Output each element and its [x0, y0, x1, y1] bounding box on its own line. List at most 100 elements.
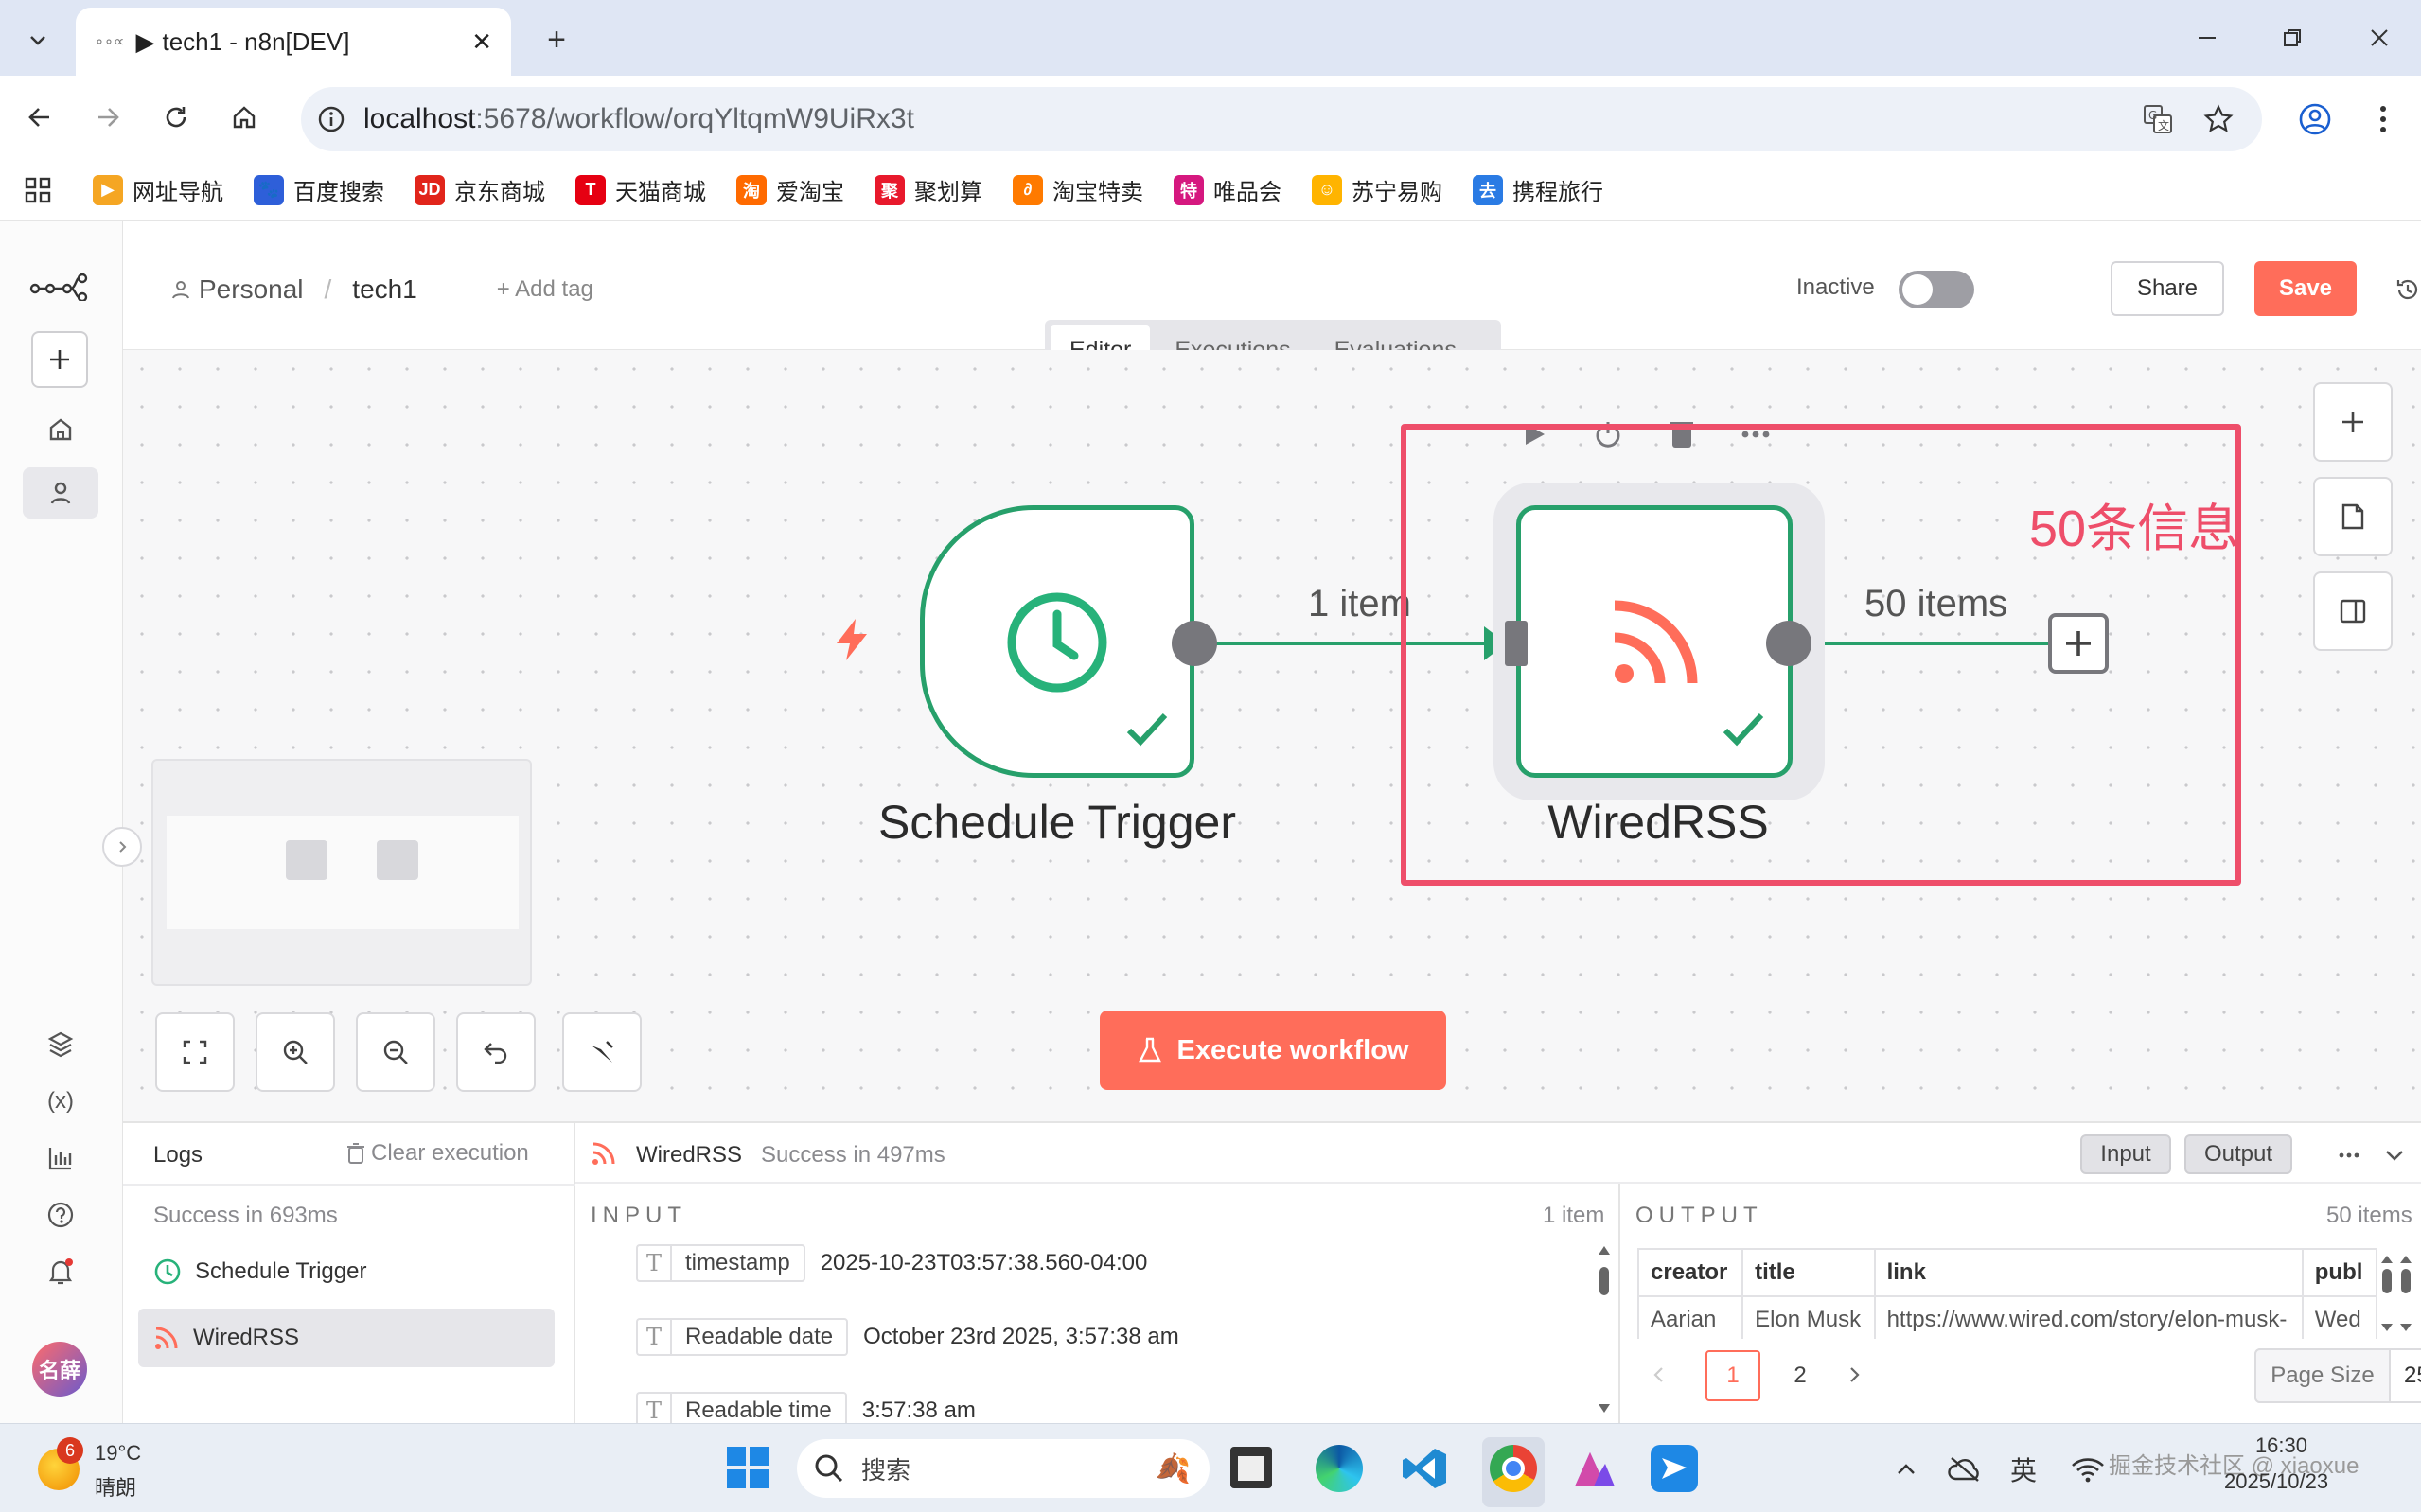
reload-icon[interactable] [157, 98, 195, 136]
breadcrumb-project[interactable]: Personal [199, 274, 304, 304]
bookmark-item[interactable]: 特唯品会 [1174, 173, 1281, 206]
log-item-schedule-trigger[interactable]: Schedule Trigger [153, 1257, 366, 1286]
input-toggle-button[interactable]: Input [2080, 1134, 2171, 1174]
history-icon[interactable] [2387, 269, 2421, 310]
log-more-icon[interactable] [2330, 1136, 2368, 1174]
page-size-value[interactable]: 25 [2389, 1348, 2421, 1403]
input-field-key[interactable]: Readable time [670, 1392, 847, 1423]
close-window-icon[interactable] [2359, 17, 2400, 59]
collapse-logs-icon[interactable] [2376, 1136, 2413, 1174]
insights-icon[interactable] [40, 1137, 81, 1179]
minimize-icon[interactable] [2186, 17, 2228, 59]
page-size-label: Page Size [2254, 1348, 2391, 1403]
wiredrss-input-handle[interactable] [1505, 621, 1528, 666]
close-tab-icon[interactable]: ✕ [471, 26, 492, 56]
tray-chevron-up-icon[interactable] [1889, 1452, 1923, 1486]
open-nodes-panel-icon[interactable] [2313, 382, 2393, 462]
bookmark-item[interactable]: 淘爱淘宝 [736, 173, 844, 206]
forward-icon[interactable] [89, 98, 127, 136]
column-header[interactable]: link [1873, 1248, 2304, 1297]
address-bar[interactable]: localhost :5678/workflow/orqYltqmW9UiRx3… [301, 87, 2262, 151]
undo-icon[interactable] [456, 1012, 536, 1092]
apps-grid-icon[interactable] [21, 173, 55, 207]
notifications-bell-icon[interactable] [40, 1251, 81, 1292]
tab-search-icon[interactable] [19, 21, 57, 59]
active-toggle[interactable] [1899, 271, 1974, 308]
expand-sidebar-icon[interactable] [102, 827, 142, 867]
minimap[interactable] [151, 759, 532, 986]
onedrive-offline-icon[interactable] [1946, 1450, 1984, 1488]
site-info-icon[interactable] [314, 102, 348, 136]
workflow-canvas[interactable]: Schedule Trigger 1 item WiredRSS 50 item… [102, 350, 2421, 1121]
share-button[interactable]: Share [2111, 261, 2224, 316]
chrome-icon[interactable] [1490, 1445, 1537, 1492]
zoom-in-icon[interactable] [256, 1012, 335, 1092]
column-header[interactable]: publ [2301, 1248, 2377, 1297]
taskbar-search[interactable]: 搜索 🍂 [797, 1439, 1210, 1498]
bookmark-item[interactable]: 🐾百度搜索 [254, 173, 384, 206]
back-icon[interactable] [21, 98, 59, 136]
user-avatar[interactable]: 名薛 [32, 1342, 87, 1397]
variables-icon[interactable]: (x) [47, 1088, 74, 1114]
bookmark-item[interactable]: 去携程旅行 [1473, 173, 1603, 206]
wiredrss-output-handle[interactable] [1766, 621, 1811, 666]
bookmark-item[interactable]: ☺苏宁易购 [1312, 173, 1442, 206]
input-scrollbar[interactable] [1598, 1244, 1611, 1415]
page-2-button[interactable]: 2 [1794, 1363, 1807, 1388]
bookmark-star-icon[interactable] [2200, 100, 2237, 138]
task-view-icon[interactable] [1230, 1447, 1272, 1488]
execute-workflow-button[interactable]: Execute workflow [1100, 1011, 1446, 1090]
windows-start-icon[interactable] [725, 1445, 770, 1490]
schedule-trigger-node[interactable] [920, 505, 1194, 778]
restore-icon[interactable] [2271, 17, 2313, 59]
column-header[interactable]: title [1741, 1248, 1876, 1297]
add-tag-button[interactable]: + Add tag [496, 276, 593, 302]
vscode-icon[interactable] [1401, 1445, 1448, 1492]
home-icon[interactable] [225, 98, 263, 136]
workflow-name[interactable]: tech1 [352, 274, 417, 304]
wiredrss-node[interactable] [1516, 505, 1793, 778]
node-more-icon[interactable] [1734, 413, 1777, 456]
app-a-icon[interactable] [1571, 1445, 1618, 1492]
output-toggle-button[interactable]: Output [2184, 1134, 2292, 1174]
prev-page-icon[interactable] [1639, 1354, 1677, 1396]
add-node-icon[interactable] [2048, 613, 2109, 674]
clear-execution-button[interactable]: Clear execution [346, 1140, 529, 1167]
wifi-icon[interactable] [2069, 1450, 2107, 1488]
sticky-note-icon[interactable] [2313, 477, 2393, 556]
personal-nav-icon[interactable] [23, 467, 98, 519]
fit-view-icon[interactable] [155, 1012, 235, 1092]
help-icon[interactable] [40, 1194, 81, 1236]
bookmark-label: 淘宝特卖 [1052, 180, 1143, 205]
home-nav-icon[interactable] [38, 407, 83, 452]
save-button[interactable]: Save [2254, 261, 2357, 316]
page-1-button[interactable]: 1 [1705, 1350, 1760, 1401]
bookmark-item[interactable]: ∂淘宝特卖 [1013, 173, 1143, 206]
n8n-logo-icon[interactable] [28, 271, 89, 303]
column-header[interactable]: creator [1637, 1248, 1744, 1297]
create-new-icon[interactable] [31, 331, 88, 388]
new-tab-icon[interactable]: + [547, 21, 566, 58]
browser-menu-icon[interactable] [2364, 98, 2402, 140]
feishu-icon[interactable] [1651, 1445, 1698, 1492]
bookmark-item[interactable]: ▶网址导航 [93, 173, 223, 206]
input-field-key[interactable]: timestamp [670, 1244, 805, 1282]
toggle-panel-icon[interactable] [2313, 571, 2393, 651]
log-item-wiredrss[interactable]: WiredRSS [138, 1309, 555, 1367]
bookmark-item[interactable]: 聚聚划算 [875, 173, 982, 206]
tidy-up-icon[interactable] [562, 1012, 642, 1092]
ime-indicator[interactable]: 英 [2010, 1456, 2038, 1486]
input-field-key[interactable]: Readable date [670, 1318, 849, 1356]
output-scrollbar[interactable] [2377, 1248, 2415, 1339]
templates-icon[interactable] [40, 1024, 81, 1065]
zoom-out-icon[interactable] [356, 1012, 435, 1092]
browser-tab[interactable]: ∘∘∝ ▶ tech1 - n8n[DEV] ✕ [76, 8, 511, 76]
profile-icon[interactable] [2294, 98, 2336, 140]
edge-browser-icon[interactable] [1316, 1445, 1363, 1492]
trigger-output-handle[interactable] [1172, 621, 1217, 666]
playing-icon: ▶ [135, 26, 155, 56]
next-page-icon[interactable] [1836, 1354, 1874, 1396]
